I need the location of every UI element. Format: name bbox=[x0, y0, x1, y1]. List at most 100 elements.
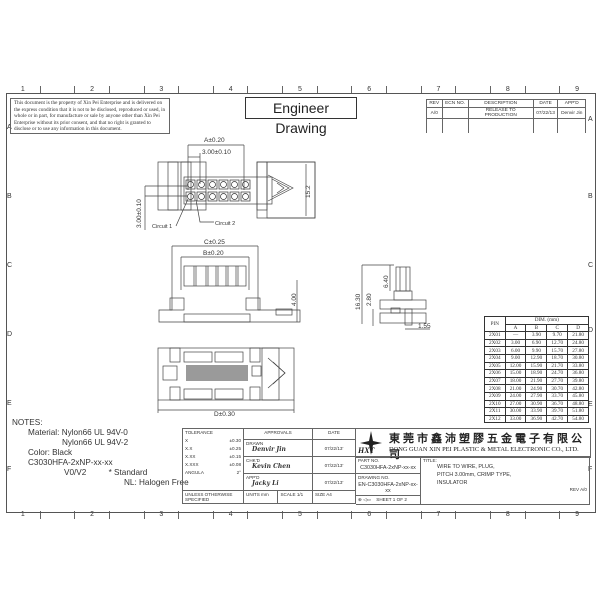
v-label: V0/V2 bbox=[64, 468, 87, 477]
title-label: TITLE: bbox=[423, 458, 437, 463]
zone-row-a-right: A bbox=[588, 116, 593, 123]
dim-offset-label: 1.55 bbox=[418, 323, 431, 330]
cell: 15.70 bbox=[546, 346, 569, 355]
cell: 2X03 bbox=[484, 346, 506, 355]
zone-col-4: 4 bbox=[212, 86, 248, 94]
cell: 39.70 bbox=[546, 407, 569, 416]
tolerance-row: X.X±0.25 bbox=[185, 446, 241, 451]
zone-col-6: 6 bbox=[351, 86, 386, 94]
tolerance-cell: TOLERANCE X±0.30 X.X±0.25 X.XX±0.15 X.XX… bbox=[182, 428, 244, 491]
zone-ruler-bottom: 1 2 3 4 5 6 7 8 9 bbox=[6, 511, 594, 519]
cell: 18.90 bbox=[525, 369, 548, 378]
code-legend-line: V0/V2 * Standard bbox=[12, 468, 189, 478]
scale-label: SCALE bbox=[280, 492, 296, 497]
notes-block: NOTES: Material: Nylon66 UL 94V-0 Nylon6… bbox=[12, 418, 189, 488]
dim-header: DIM. (mm) bbox=[504, 316, 590, 325]
tol-key: ANGULA bbox=[185, 470, 204, 475]
zone-row-d: D bbox=[7, 331, 13, 338]
cell: 33.00 bbox=[504, 414, 527, 424]
dim-a-label: A±0.20 bbox=[204, 137, 225, 144]
cell: 30.90 bbox=[525, 399, 548, 409]
tolerance-row: X±0.30 bbox=[185, 438, 241, 443]
cell: 15.90 bbox=[525, 361, 548, 371]
dim-total-label: 16.30 bbox=[355, 293, 362, 310]
approval-date: 07/22/13' bbox=[312, 456, 356, 474]
drawing-no-cell: DRAWING NO. EN-C3030HFA-2xNP-xx-xx bbox=[356, 473, 421, 496]
col-b-header: B bbox=[525, 323, 548, 333]
blank-cell bbox=[532, 118, 559, 133]
cell: 15.00 bbox=[504, 369, 527, 378]
approval-role: CHK'D bbox=[246, 458, 260, 463]
scale-value: 1/1 bbox=[296, 492, 304, 497]
zone-tick bbox=[178, 86, 213, 94]
zone-row-c-right: C bbox=[588, 262, 594, 269]
cell: 36.90 bbox=[525, 414, 548, 424]
cell: 12.00 bbox=[504, 361, 527, 371]
page-title: Engineer Drawing bbox=[245, 97, 357, 136]
zone-col-7: 7 bbox=[420, 86, 456, 94]
part-code-note: C3030HFA-2xNP-xx-xx bbox=[28, 458, 113, 467]
cell: 12.90 bbox=[525, 353, 548, 363]
tol-key: X.X bbox=[185, 446, 193, 451]
title-cell: TITLE: WIRE TO WIRE, PLUG, PITCH 3.00mm,… bbox=[420, 456, 590, 505]
zone-col-4: 4 bbox=[212, 511, 248, 519]
confidentiality-notice: This document is the property of Xin Pei… bbox=[10, 98, 170, 134]
blank-cell bbox=[441, 118, 469, 133]
dim-d-label: D±0.30 bbox=[214, 411, 235, 418]
cell: 48.80 bbox=[567, 399, 589, 409]
col-a-header: A bbox=[504, 323, 527, 333]
company-name-cn: 東莞市鑫沛塑膠五金電子有限公司 bbox=[389, 432, 585, 461]
zone-ruler-top: 1 2 3 4 5 6 7 8 9 bbox=[6, 86, 594, 94]
zone-tick bbox=[247, 86, 282, 94]
zone-tick bbox=[247, 511, 282, 519]
projection-symbol-icon: ⊕ ◁▭ bbox=[358, 497, 371, 502]
color-note: Color: Black bbox=[28, 448, 73, 457]
zone-row-f: F bbox=[7, 466, 12, 473]
dim-pitch-label: 3.00±0.10 bbox=[202, 149, 231, 156]
cell: 18.00 bbox=[504, 376, 527, 386]
approval-role: DRAWN bbox=[246, 441, 264, 446]
sheet-label: SHEET bbox=[376, 497, 392, 502]
drawing-sheet-border bbox=[6, 93, 596, 513]
zone-row-a: A bbox=[7, 124, 12, 131]
zone-tick bbox=[108, 511, 144, 519]
company-name-en: DONG GUAN XIN PEI PLASTIC & METAL ELECTR… bbox=[389, 446, 579, 453]
cell: 27.90 bbox=[525, 391, 548, 401]
approval-signature: Jacky Li bbox=[252, 480, 279, 487]
dim-header-row: PIN DIM. (mm) bbox=[484, 315, 590, 333]
cell: 33.70 bbox=[546, 391, 569, 401]
zone-tick bbox=[108, 86, 144, 94]
material-1: Nylon66 UL 94V-0 bbox=[61, 428, 128, 437]
cell: 54.80 bbox=[567, 414, 589, 424]
cell: 30.00 bbox=[504, 407, 527, 416]
cell: 2X04 bbox=[484, 353, 506, 363]
dim-b-label: B±0.20 bbox=[203, 250, 224, 257]
tb-footer-row: UNLESS OTHERWISE SPECIFIED UNITS mm SCAL… bbox=[182, 490, 356, 504]
cell: 24.70 bbox=[546, 369, 569, 378]
cell: 24.90 bbox=[525, 384, 548, 393]
bottom-view bbox=[157, 347, 295, 413]
tol-val: ±0.08 bbox=[229, 462, 241, 467]
tolerance-approvals-block: TOLERANCE X±0.30 X.X±0.25 X.XX±0.15 X.XX… bbox=[182, 428, 356, 504]
cell: 36.70 bbox=[546, 399, 569, 409]
cell: 2X07 bbox=[484, 376, 506, 386]
tol-key: X bbox=[185, 438, 189, 443]
tolerance-row: X.XXX±0.08 bbox=[185, 462, 241, 467]
rev-value: REV A/0 bbox=[569, 487, 587, 492]
col-c-header: C bbox=[546, 323, 569, 333]
sheets-value: 2 bbox=[404, 497, 407, 502]
approval-date: 07/22/13' bbox=[312, 473, 356, 491]
notes-heading: NOTES: bbox=[12, 418, 43, 427]
cell: 51.80 bbox=[567, 407, 589, 416]
dim-h-label: 4.00 bbox=[291, 293, 298, 306]
cell: 9.90 bbox=[525, 346, 548, 355]
cell: 33.80 bbox=[567, 361, 589, 371]
approval-signature: Kevin Chen bbox=[252, 463, 291, 470]
cell: 2X01 bbox=[484, 331, 506, 340]
part-no-cell: PART NO. C3030HFA-2xNP-xx-xx bbox=[356, 456, 421, 474]
cell: 30.70 bbox=[546, 384, 569, 393]
